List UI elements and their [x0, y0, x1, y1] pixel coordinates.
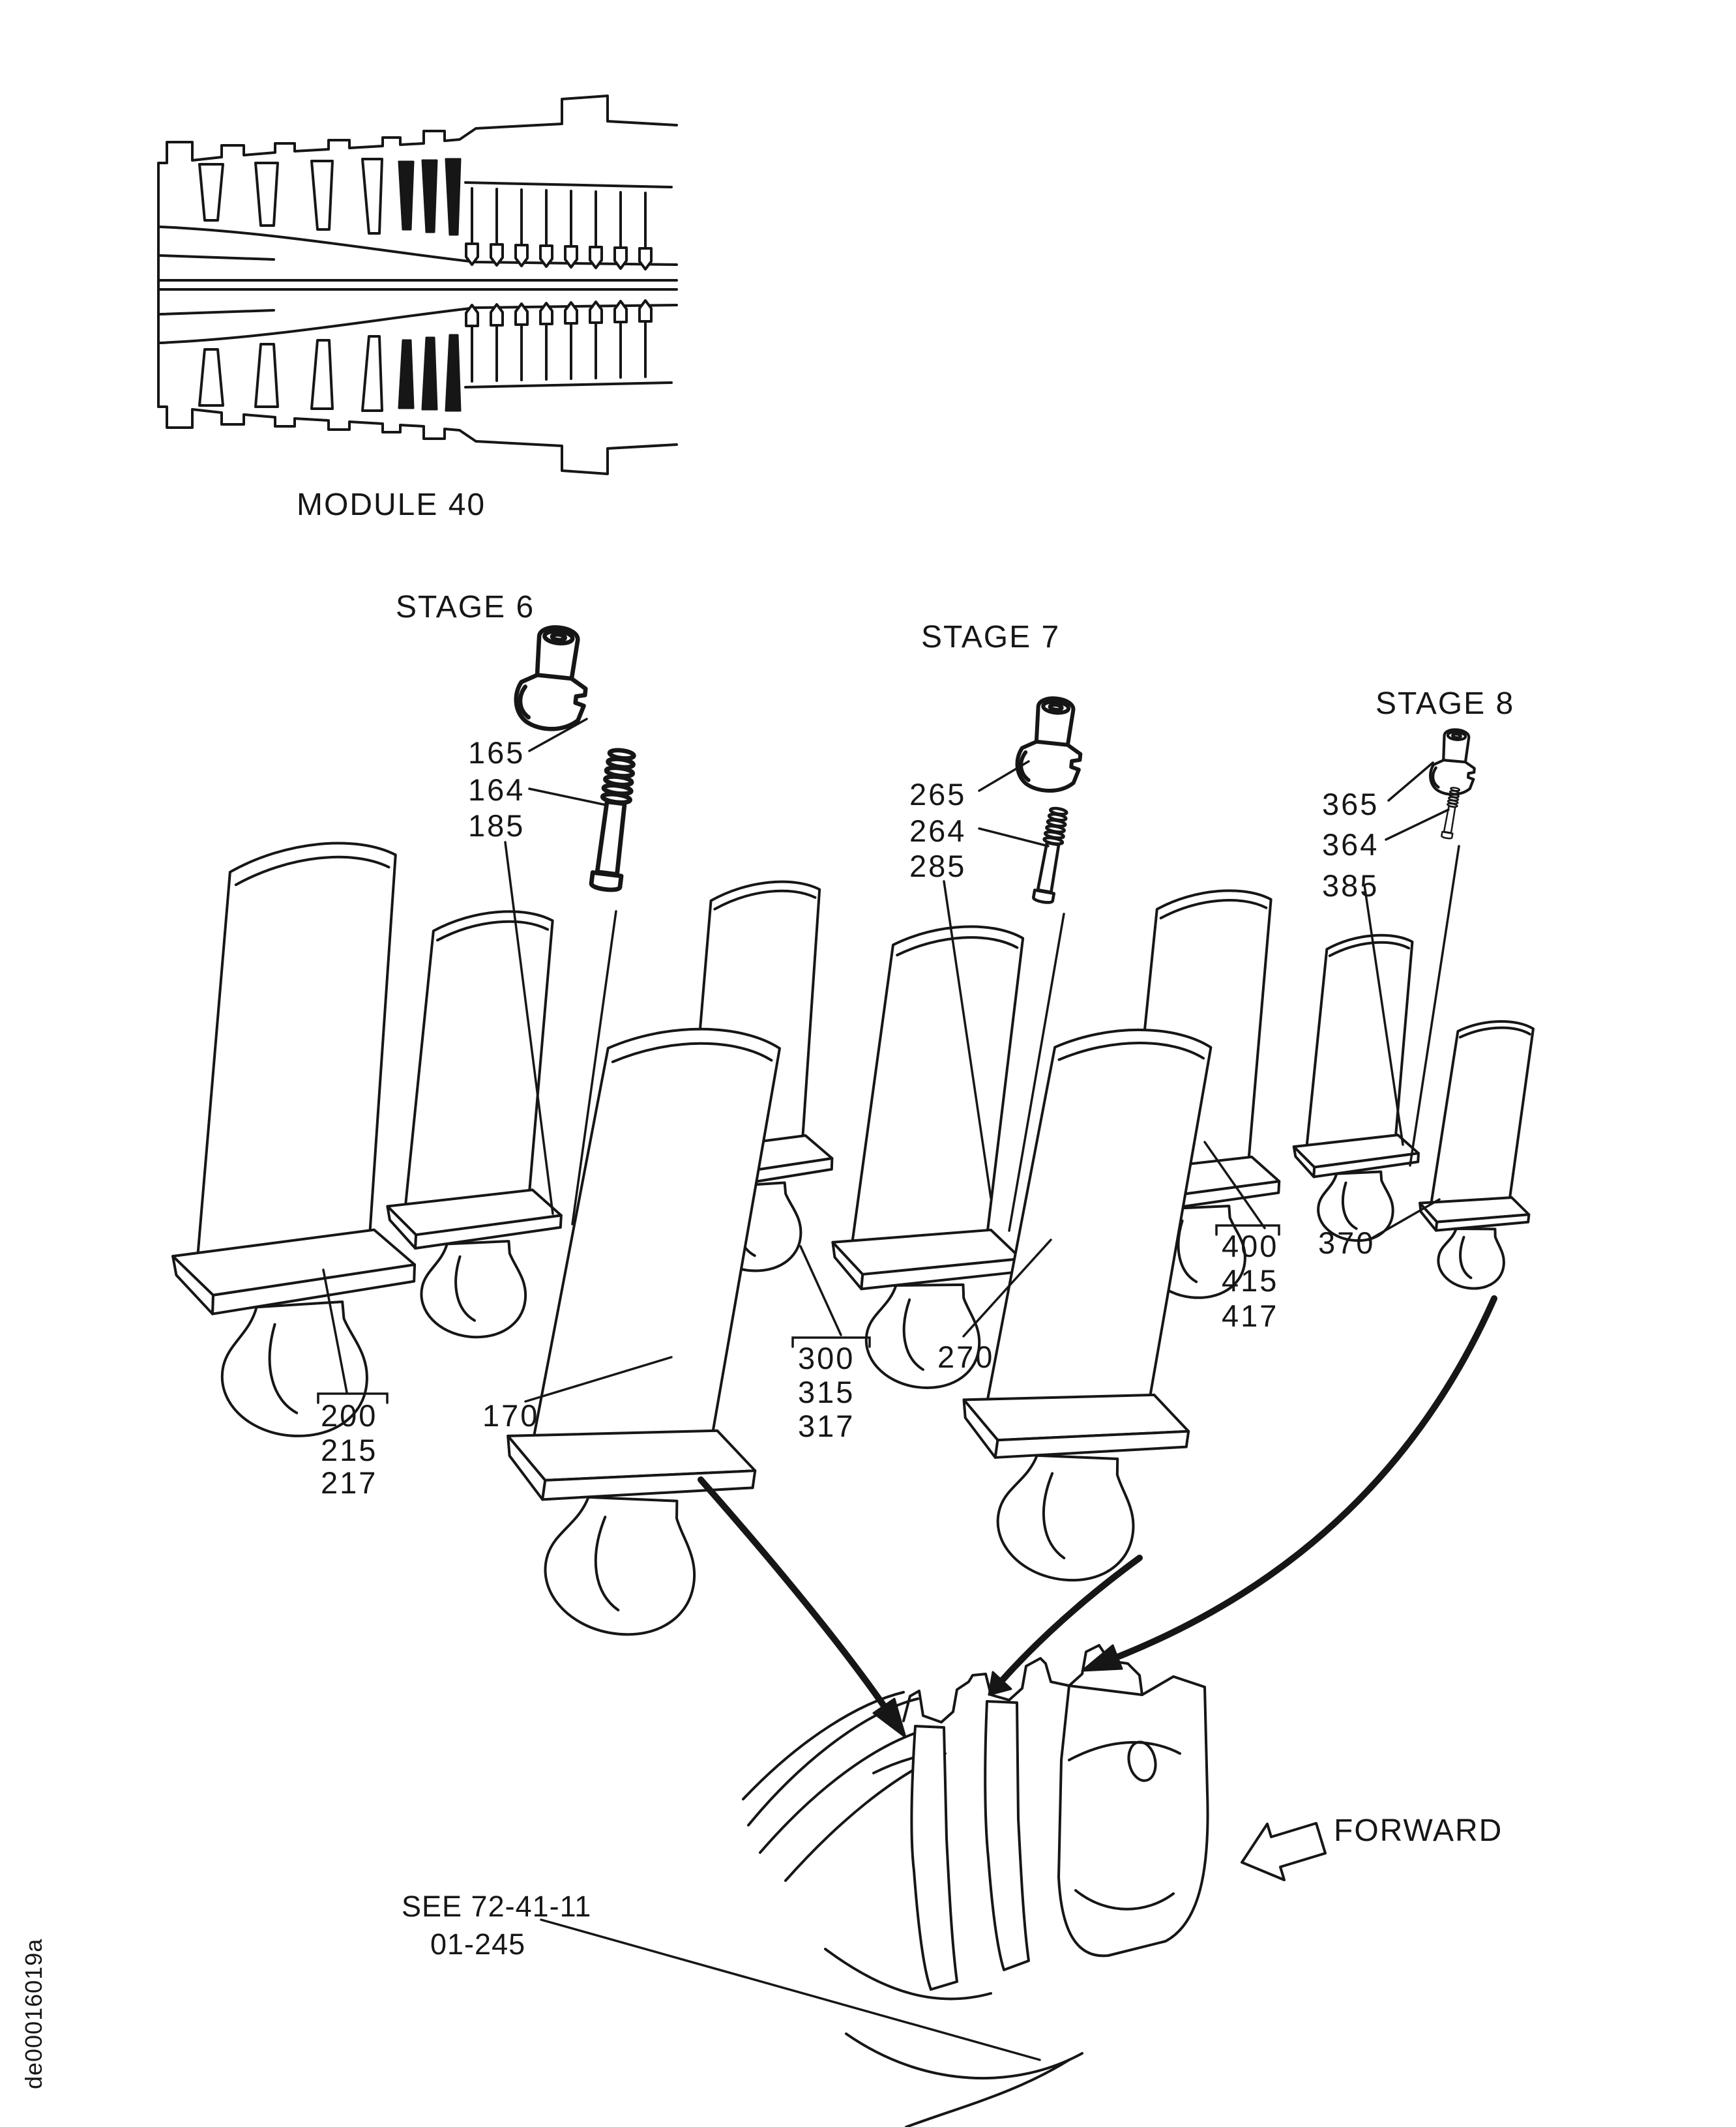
part-callout-315: 315 — [798, 1375, 855, 1409]
retaining-pin-stage8 — [1440, 786, 1462, 840]
blade-lock-stage8 — [1429, 727, 1478, 796]
part-callout-317: 317 — [798, 1409, 855, 1443]
part-callout-400: 400 — [1222, 1229, 1278, 1263]
part-callout-365: 365 — [1322, 787, 1379, 821]
stage8-label: STAGE 8 — [1376, 686, 1514, 721]
engine-cross-section — [157, 96, 678, 474]
retaining-pin-stage7 — [1033, 807, 1069, 903]
part-callout-370: 370 — [1318, 1225, 1375, 1260]
part-callout-417: 417 — [1222, 1298, 1278, 1333]
blade-lock-stage7 — [1015, 695, 1086, 793]
install-arrow-stage6 — [698, 1476, 907, 1738]
see-reference-line1: SEE 72-41-11 — [402, 1890, 591, 1923]
document-number: de00016019a — [20, 1939, 47, 2089]
part-callout-185: 185 — [468, 808, 525, 843]
blade-stage6-rear — [167, 838, 430, 1440]
forward-label: FORWARD — [1334, 1813, 1503, 1848]
retaining-pin-stage6 — [591, 749, 636, 891]
part-callout-265: 265 — [909, 777, 966, 812]
blade-lock-stage6 — [513, 624, 591, 732]
stage6-label: STAGE 6 — [396, 590, 535, 624]
part-callout-215: 215 — [321, 1433, 377, 1467]
blade-stage8-front — [1411, 1014, 1548, 1293]
module-label: MODULE 40 — [297, 488, 486, 522]
part-callout-200: 200 — [321, 1398, 377, 1433]
part-callout-170: 170 — [482, 1398, 539, 1433]
part-callout-415: 415 — [1222, 1263, 1278, 1298]
part-callout-385: 385 — [1322, 868, 1379, 903]
install-arrow-stage7 — [988, 1555, 1143, 1696]
blade-stage8-middle — [1289, 931, 1430, 1243]
part-callout-264: 264 — [909, 814, 966, 848]
part-callout-270: 270 — [937, 1340, 994, 1374]
turbine-disk-detail — [742, 1644, 1209, 2127]
part-callout-165: 165 — [468, 735, 525, 770]
part-callout-364: 364 — [1322, 827, 1379, 862]
install-arrow-stage8 — [1081, 1295, 1497, 1672]
part-callout-164: 164 — [468, 772, 525, 807]
callout-brackets — [317, 1224, 1280, 1404]
part-callout-300: 300 — [798, 1341, 855, 1375]
part-callout-217: 217 — [321, 1465, 377, 1500]
leader-lines — [322, 718, 1460, 2061]
see-reference-line2: 01-245 — [430, 1928, 525, 1961]
part-callout-285: 285 — [909, 849, 966, 883]
forward-arrow-icon — [1241, 1822, 1327, 1881]
stage7-label: STAGE 7 — [921, 620, 1060, 654]
